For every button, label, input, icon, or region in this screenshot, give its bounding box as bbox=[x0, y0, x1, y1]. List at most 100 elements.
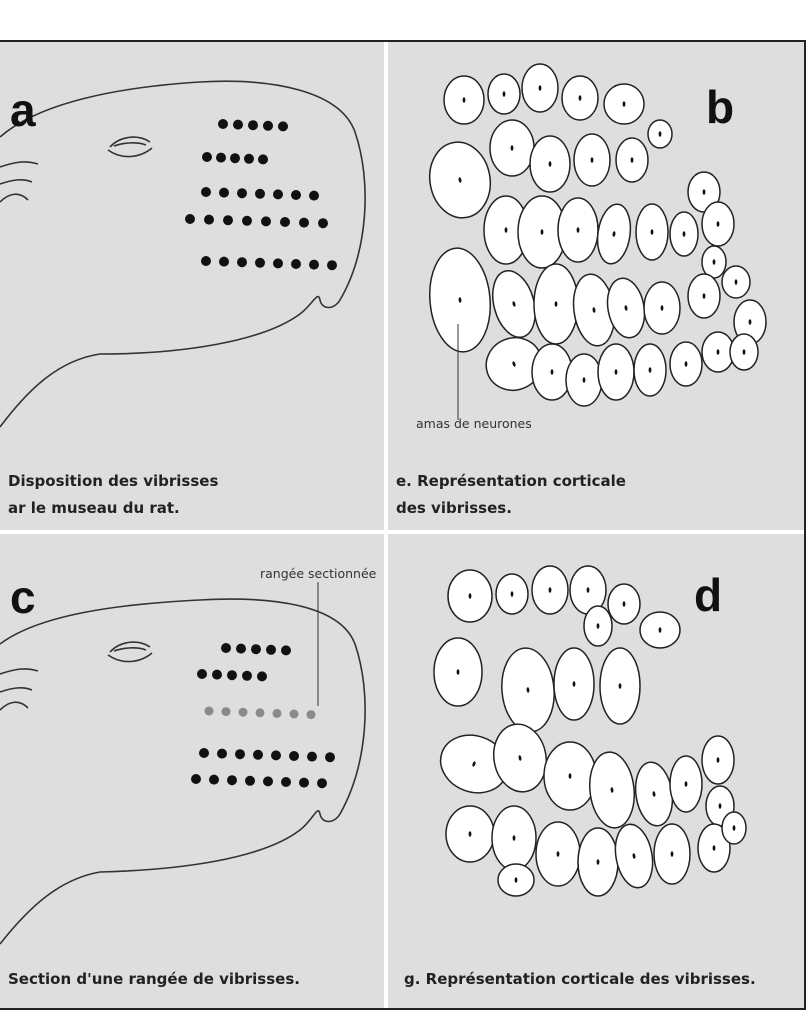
whisker-dot bbox=[245, 775, 255, 786]
cell-nucleus bbox=[586, 587, 590, 593]
barrel-cell bbox=[445, 805, 495, 863]
whisker-dot bbox=[255, 708, 265, 718]
whisker-dots-c bbox=[191, 643, 335, 789]
whisker-dot bbox=[221, 643, 231, 653]
cell-nucleus bbox=[716, 757, 720, 763]
barrel-cell bbox=[529, 135, 571, 193]
whisker-dot bbox=[327, 260, 337, 271]
whisker-dot bbox=[227, 775, 237, 786]
barrel-cell bbox=[633, 343, 667, 397]
barrel-cell bbox=[531, 343, 573, 401]
barrel-cell bbox=[669, 211, 699, 257]
cortical-barrels-b bbox=[428, 63, 767, 420]
whisker-dot bbox=[238, 707, 248, 717]
whisker-dot bbox=[219, 187, 229, 198]
cell-nucleus bbox=[510, 145, 514, 151]
barrel-cell bbox=[443, 75, 485, 125]
barrel-cell bbox=[501, 647, 555, 733]
barrel-cell bbox=[531, 565, 569, 615]
eye bbox=[109, 641, 151, 653]
nostril-lines bbox=[0, 161, 39, 168]
whisker-dot bbox=[236, 643, 246, 654]
cell-nucleus bbox=[596, 623, 600, 629]
panel-caption-b: e. Représentation corticale des vibrisse… bbox=[396, 472, 626, 517]
barrel-cell bbox=[535, 821, 581, 887]
cell-nucleus bbox=[618, 683, 622, 689]
cell-nucleus bbox=[556, 851, 560, 857]
panel-caption-a: Disposition des vibrisses ar le museau d… bbox=[8, 472, 219, 517]
whisker-dot bbox=[248, 120, 258, 131]
barrel-cell bbox=[487, 73, 521, 115]
cell-nucleus bbox=[712, 845, 716, 851]
cell-nucleus bbox=[670, 851, 674, 857]
barrel-cell bbox=[543, 741, 597, 811]
barrel-cell bbox=[596, 203, 632, 265]
cell-nucleus bbox=[702, 189, 706, 195]
cell-nucleus bbox=[712, 259, 716, 265]
barrel-cell bbox=[492, 270, 536, 338]
barrel-cell bbox=[429, 247, 491, 353]
cell-nucleus bbox=[550, 369, 554, 375]
barrel-cell bbox=[553, 647, 595, 721]
cell-nucleus bbox=[572, 681, 576, 687]
whisker-dot bbox=[280, 217, 290, 227]
cell-nucleus bbox=[622, 601, 626, 607]
whisker-dot bbox=[237, 257, 247, 268]
whisker-dot bbox=[309, 259, 319, 270]
barrel-cell bbox=[428, 141, 492, 219]
barrel-cell bbox=[439, 734, 509, 794]
cell-nucleus bbox=[652, 791, 656, 797]
rangee-sectionnee-label: rangée sectionnée bbox=[260, 566, 377, 581]
barrel-cell bbox=[589, 751, 635, 829]
cell-nucleus bbox=[540, 229, 544, 235]
panel-d: d g. Représentation corticale des vibris… bbox=[388, 534, 804, 1010]
panel-letter-d: d bbox=[694, 569, 723, 621]
cell-nucleus bbox=[684, 781, 688, 787]
whisker-dot bbox=[299, 217, 309, 228]
barrel-cell bbox=[607, 583, 641, 625]
whisker-dot bbox=[258, 154, 268, 165]
whisker-dot bbox=[255, 257, 265, 268]
barrel-cell bbox=[721, 811, 747, 845]
barrel-cell bbox=[635, 203, 669, 261]
cell-nucleus bbox=[548, 587, 552, 593]
cell-nucleus bbox=[526, 687, 530, 693]
panel-caption-c: Section d'une rangée de vibrisses. bbox=[8, 970, 300, 988]
barrel-cell bbox=[634, 761, 674, 827]
cell-nucleus bbox=[624, 305, 628, 311]
cell-nucleus bbox=[592, 307, 596, 313]
cell-nucleus bbox=[462, 97, 466, 103]
barrel-cell bbox=[577, 827, 619, 897]
whisker-dot bbox=[223, 215, 233, 226]
whisker-dot bbox=[204, 214, 214, 225]
cell-nucleus bbox=[748, 319, 752, 325]
panel-b: b amas de neurones e. Représentation cor… bbox=[388, 42, 804, 530]
whisker-dot bbox=[227, 670, 237, 681]
whisker-dot bbox=[266, 644, 276, 655]
cell-nucleus bbox=[718, 803, 722, 809]
panel-caption-d: g. Représentation corticale des vibrisse… bbox=[404, 970, 756, 988]
cell-nucleus bbox=[568, 773, 572, 779]
whisker-dot bbox=[263, 776, 273, 787]
cell-nucleus bbox=[658, 627, 662, 633]
cell-nucleus bbox=[510, 591, 514, 597]
barrel-cell bbox=[701, 245, 727, 279]
cell-nucleus bbox=[502, 91, 506, 97]
cell-nucleus bbox=[468, 593, 472, 599]
whisker-dot bbox=[299, 777, 309, 788]
panel-letter-b: b bbox=[706, 81, 735, 133]
barrel-cell bbox=[533, 263, 579, 345]
cell-nucleus bbox=[458, 177, 462, 183]
rat-snout-illustration-a bbox=[0, 80, 366, 428]
whisker-dots-a bbox=[185, 119, 337, 271]
cell-nucleus bbox=[504, 227, 508, 233]
cell-nucleus bbox=[682, 231, 686, 237]
barrel-cell bbox=[687, 171, 721, 213]
cell-nucleus bbox=[648, 367, 652, 373]
barrel-cell bbox=[491, 805, 537, 871]
barrel-cell bbox=[614, 823, 654, 889]
whisker-dot bbox=[221, 707, 231, 717]
cell-nucleus bbox=[612, 231, 616, 237]
barrel-cell bbox=[729, 333, 759, 371]
whisker-dot bbox=[201, 187, 211, 197]
